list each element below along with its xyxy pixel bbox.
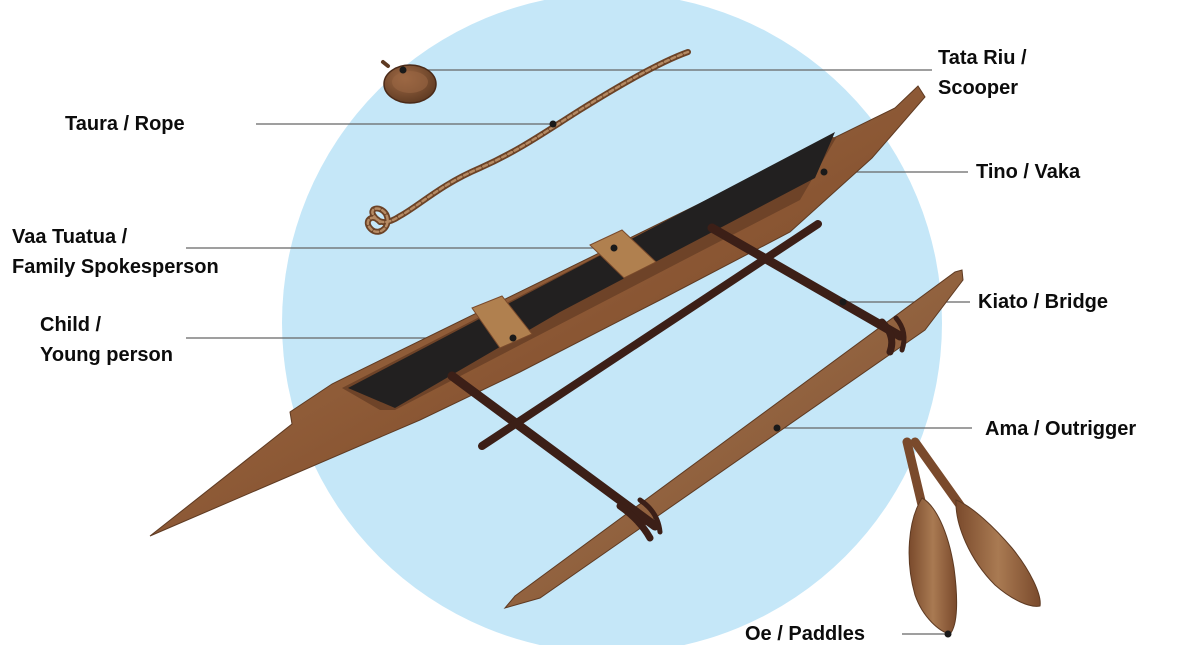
label-scooper: Tata Riu / Scooper [938, 43, 1027, 103]
label-child-line2: Young person [40, 340, 173, 370]
dot-rope [550, 121, 557, 128]
label-outrigger: Ama / Outrigger [985, 414, 1136, 444]
dot-paddles [945, 631, 952, 638]
label-spokesperson-line1: Vaa Tuatua / [12, 222, 219, 252]
label-child: Child / Young person [40, 310, 173, 370]
label-bridge-line1: Kiato / Bridge [978, 287, 1108, 317]
label-spokesperson: Vaa Tuatua / Family Spokesperson [12, 222, 219, 282]
label-child-line1: Child / [40, 310, 173, 340]
label-bridge: Kiato / Bridge [978, 287, 1108, 317]
dot-spokesperson [611, 245, 618, 252]
label-spokesperson-line2: Family Spokesperson [12, 252, 219, 282]
dot-hull [821, 169, 828, 176]
dot-outrigger [774, 425, 781, 432]
label-scooper-line2: Scooper [938, 73, 1027, 103]
label-hull-line1: Tino / Vaka [976, 157, 1080, 187]
label-scooper-line1: Tata Riu / [938, 43, 1027, 73]
dot-scooper [400, 67, 407, 74]
paddles [907, 442, 1040, 634]
label-outrigger-line1: Ama / Outrigger [985, 414, 1136, 444]
scooper-rim [392, 71, 428, 93]
label-rope: Taura / Rope [65, 109, 185, 139]
label-rope-line1: Taura / Rope [65, 109, 185, 139]
paddle-right-blade [956, 500, 1040, 606]
label-hull: Tino / Vaka [976, 157, 1080, 187]
dot-bridge [840, 299, 847, 306]
paddle-left-blade [909, 498, 957, 634]
scooper-handle [383, 62, 388, 66]
dot-child [510, 335, 517, 342]
